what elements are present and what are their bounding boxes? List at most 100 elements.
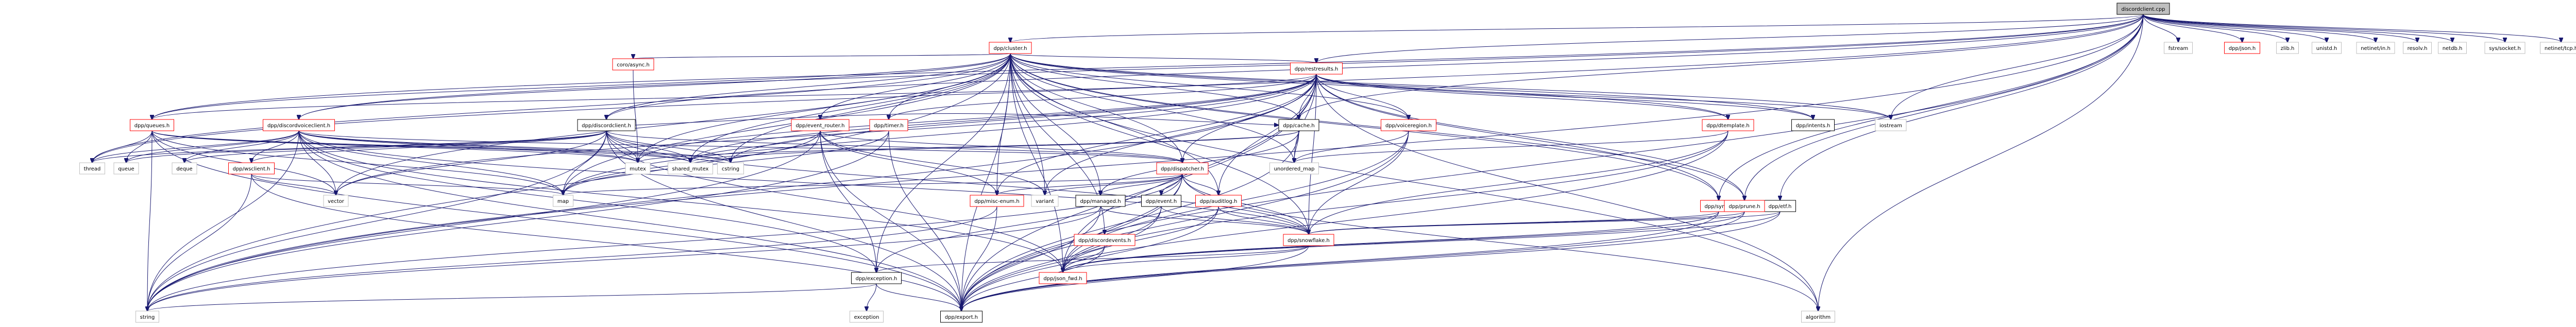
- node-label: dpp/intents.h: [1796, 123, 1831, 129]
- edge-cluster-to-discordclient: [606, 53, 1011, 119]
- node-cluster[interactable]: dpp/cluster.h: [989, 42, 1032, 54]
- node-label: vector: [328, 199, 345, 204]
- edge-restresults-to-export: [961, 74, 1317, 311]
- edge-event_router-to-shared_mutex: [690, 130, 821, 163]
- edge-restresults-to-map: [563, 74, 1317, 195]
- node-event[interactable]: dpp/event.h: [1141, 195, 1181, 207]
- edge-restresults-to-variant: [1045, 74, 1317, 195]
- edge-restresults-to-prune: [1316, 74, 1744, 200]
- node-voiceregion[interactable]: dpp/voiceregion.h: [1381, 119, 1436, 131]
- node-json-fwd[interactable]: dpp/json_fwd.h: [1039, 272, 1087, 284]
- edge-cluster-to-exception: [876, 53, 1011, 272]
- node-misc-enum[interactable]: dpp/misc-enum.h: [970, 195, 1024, 207]
- node-box: [2312, 42, 2342, 54]
- edge-discordvoiceclient-to-map: [298, 130, 563, 195]
- node-box: [228, 162, 275, 175]
- edge-discordvoiceclient-to-queue: [126, 130, 299, 163]
- node-cstring: cstring: [717, 162, 744, 175]
- edge-dispatcher-to-map: [563, 174, 1183, 195]
- edge-queues-to-cstring: [151, 130, 731, 163]
- node-label: dpp/json_fwd.h: [1043, 276, 1082, 282]
- node-label: map: [557, 199, 569, 204]
- edge-restresults-to-snowflake: [1309, 74, 1317, 234]
- node-label: cstring: [722, 166, 739, 172]
- node-dispatcher[interactable]: dpp/dispatcher.h: [1156, 162, 1209, 175]
- node-coro-async[interactable]: coro/async.h: [612, 58, 654, 71]
- node-discordevents[interactable]: dpp/discordevents.h: [1074, 234, 1136, 246]
- edge-discordvoiceclient-to-exception: [298, 130, 876, 272]
- node-label: unistd.h: [2316, 46, 2337, 51]
- node-cache[interactable]: dpp/cache.h: [1278, 119, 1319, 131]
- node-box: [1875, 119, 1907, 131]
- edge-dtemplate-to-export: [961, 130, 1728, 311]
- node-ettf[interactable]: dpp/etf.h: [1764, 200, 1796, 212]
- node-label: dpp/sync.h: [1705, 204, 1733, 210]
- node-dtemplate[interactable]: dpp/dtemplate.h: [1702, 119, 1754, 131]
- node-unordered-map: unordered_map: [1269, 162, 1319, 175]
- node-discordclient[interactable]: dpp/discordclient.h: [577, 119, 636, 131]
- edge-ettf-to-json_fwd: [1063, 211, 1781, 272]
- node-discordvoiceclient[interactable]: dpp/discordvoiceclient.h: [263, 119, 335, 131]
- node-json[interactable]: dpp/json.h: [2224, 42, 2260, 54]
- edge-discordvoiceclient-to-dispatcher: [298, 130, 1182, 163]
- node-variant: variant: [1031, 195, 1059, 207]
- node-managed[interactable]: dpp/managed.h: [1075, 195, 1126, 207]
- node-restresults[interactable]: dpp/restresults.h: [1290, 62, 1343, 75]
- edge-cluster-to-iostream: [1010, 53, 1891, 119]
- node-prune[interactable]: dpp/prune.h: [1724, 200, 1765, 212]
- edge-discordvoiceclient-to-snowflake: [298, 130, 1309, 234]
- edge-discordclient-to-deque: [184, 130, 607, 163]
- edge-restresults-to-dtemplate: [1316, 74, 1728, 119]
- edge-dispatcher-to-json_fwd: [1063, 174, 1183, 272]
- node-box: [1283, 234, 1334, 246]
- edge-dtemplate-to-unordered_map: [1294, 130, 1728, 163]
- node-timer[interactable]: dpp/timer.h: [869, 119, 908, 131]
- edge-discordclient-to-json_fwd: [606, 130, 1063, 272]
- edge-queues-to-thread: [92, 130, 152, 163]
- node-label: netinet/in.h: [2361, 46, 2391, 51]
- node-event-router[interactable]: dpp/event_router.h: [791, 119, 850, 131]
- node-box: [850, 311, 884, 323]
- edge-cluster-to-voiceregion: [1010, 53, 1409, 119]
- edge-wsclient-to-vector: [251, 174, 336, 195]
- edge-dispatcher-to-auditlog: [1182, 174, 1218, 195]
- node-iostream: iostream: [1875, 119, 1907, 131]
- edge-root-to-fstream: [2143, 14, 2178, 42]
- node-label: unordered_map: [1274, 166, 1315, 172]
- node-wsclient[interactable]: dpp/wsclient.h: [228, 162, 275, 175]
- node-snowflake[interactable]: dpp/snowflake.h: [1283, 234, 1334, 246]
- node-box: [1195, 195, 1242, 207]
- edge-discordvoiceclient-to-string: [147, 130, 299, 311]
- node-box: [172, 162, 197, 175]
- node-export[interactable]: dpp/export.h: [940, 311, 982, 323]
- edge-auditlog-to-export: [961, 206, 1219, 311]
- edge-root-to-discordclient: [606, 14, 2144, 119]
- node-label: exception: [854, 315, 879, 320]
- node-deque: deque: [172, 162, 197, 175]
- node-root[interactable]: discordclient.cpp: [2116, 3, 2170, 15]
- edge-prune-to-export: [961, 211, 1745, 311]
- edge-wsclient-to-export: [251, 174, 961, 311]
- edge-discordvoiceclient-to-mutex: [298, 130, 638, 163]
- edge-restresults-to-iostream: [1316, 74, 1891, 119]
- node-box: [577, 119, 636, 131]
- edge-coro_async-to-mutex: [633, 70, 638, 163]
- node-auditlog[interactable]: dpp/auditlog.h: [1195, 195, 1242, 207]
- node-exception[interactable]: dpp/exception.h: [851, 272, 902, 284]
- node-intents[interactable]: dpp/intents.h: [1791, 119, 1835, 131]
- node-label: dpp/discordvoiceclient.h: [267, 123, 330, 129]
- edge-dispatcher-to-managed: [1100, 174, 1183, 195]
- edge-cluster-to-intents: [1010, 53, 1813, 119]
- edge-restresults-to-vector: [336, 74, 1317, 195]
- edge-cluster-to-mutex: [638, 53, 1011, 163]
- edge-restresults-to-algorithm: [1316, 74, 1818, 311]
- node-label: zlib.h: [2281, 46, 2295, 51]
- node-box: [791, 119, 850, 131]
- edge-cluster-to-restresults: [1010, 53, 1316, 63]
- node-label: dpp/etf.h: [1769, 204, 1792, 210]
- edge-timer-to-export: [888, 130, 961, 311]
- node-queues[interactable]: dpp/queues.h: [130, 119, 174, 131]
- node-unistd: unistd.h: [2312, 42, 2342, 54]
- node-box: [1290, 62, 1343, 75]
- edge-cluster-to-shared_mutex: [690, 53, 1011, 163]
